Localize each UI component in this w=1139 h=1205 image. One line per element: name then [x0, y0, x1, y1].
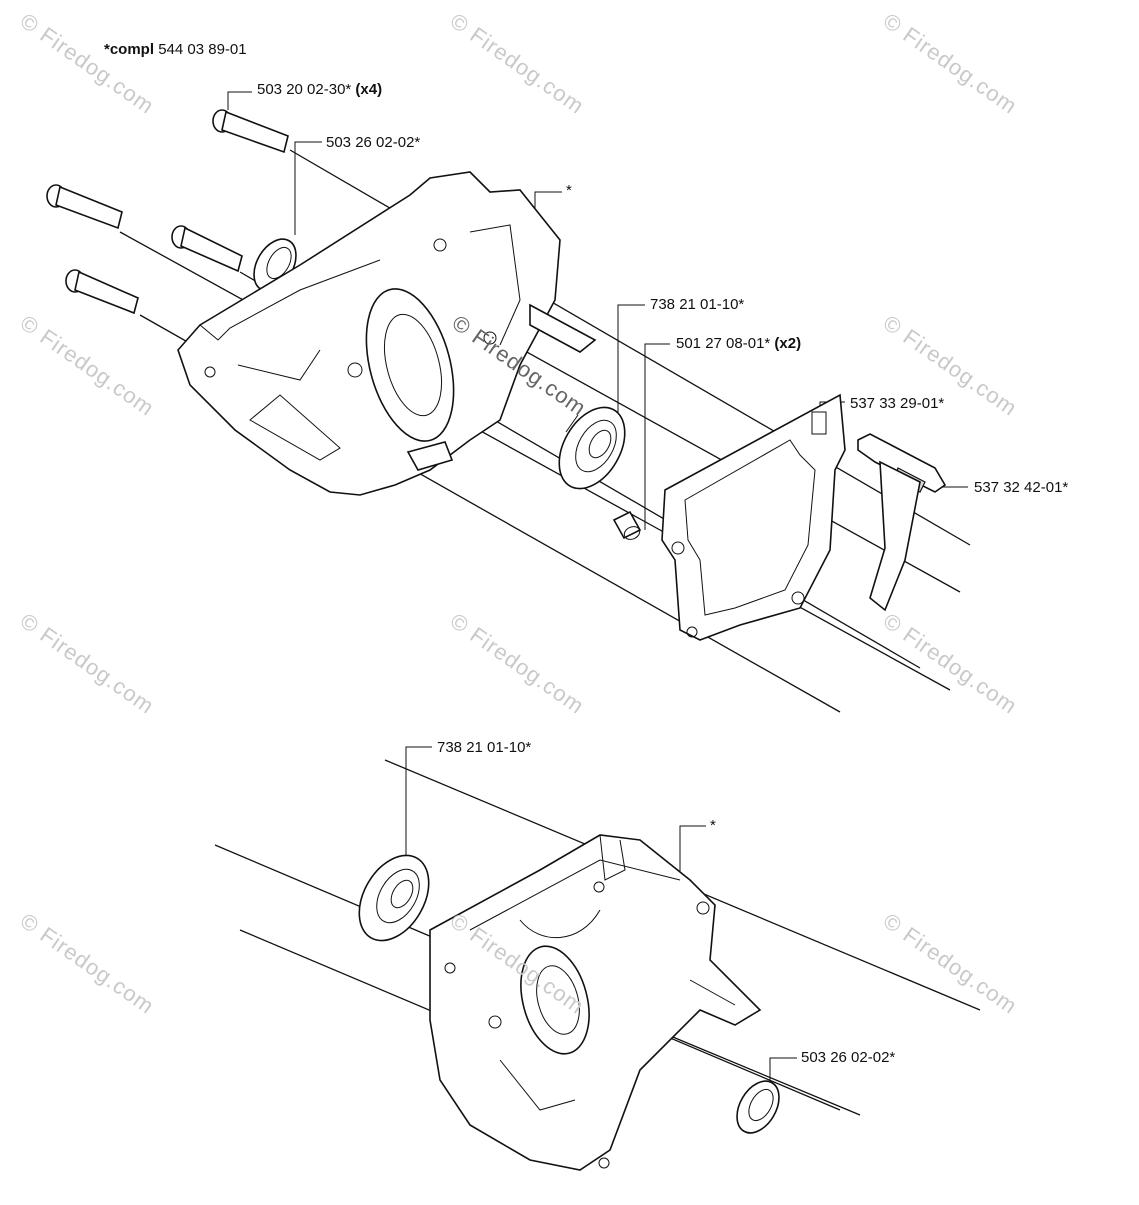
quantity: (x4)	[355, 81, 383, 98]
label-star-bottom: *	[710, 818, 716, 833]
part-number: *	[566, 182, 572, 199]
part-number: 738 21 01-10*	[437, 739, 532, 756]
label-seal-bottom: 503 26 02-02*	[801, 1050, 895, 1065]
label-screw: 503 20 02-30* (x4)	[257, 82, 382, 97]
part-number: 537 32 42-01*	[974, 479, 1069, 496]
label-pin: 501 27 08-01* (x2)	[676, 336, 801, 351]
screw-left-3	[65, 269, 139, 315]
part-number: 501 27 08-01*	[676, 335, 771, 352]
part-number: *	[710, 817, 716, 834]
oil-seal-bottom	[736, 1080, 780, 1134]
guide-pin-1	[612, 510, 642, 540]
gasket	[661, 393, 846, 641]
quantity: (x2)	[774, 335, 802, 352]
compl-label: *compl 544 03 89-01	[104, 42, 247, 57]
part-number: 537 33 29-01*	[850, 395, 945, 412]
screw-top	[212, 109, 289, 154]
label-seal-top: 503 26 02-02*	[326, 135, 420, 150]
label-gasket: 537 33 29-01*	[850, 396, 944, 411]
part-number: 503 26 02-02*	[326, 134, 421, 151]
part-number: 503 26 02-02*	[801, 1049, 896, 1066]
chain-guide-plate	[857, 433, 947, 612]
ball-bearing-bottom	[358, 854, 430, 942]
label-guide: 537 32 42-01*	[974, 480, 1068, 495]
part-number: 503 20 02-30*	[257, 81, 352, 98]
crankcase-half-top	[177, 171, 597, 496]
label-star-top: *	[566, 183, 572, 198]
label-bearing-bottom: 738 21 01-10*	[437, 740, 531, 755]
ball-bearing-top	[558, 406, 626, 490]
screw-left-2	[171, 225, 243, 273]
bottom-leader-lines	[405, 746, 797, 1090]
part-number: 738 21 01-10*	[650, 296, 745, 313]
label-bearing-top: 738 21 01-10*	[650, 297, 744, 312]
compl-prefix: *compl	[104, 41, 155, 58]
compl-number: 544 03 89-01	[158, 41, 247, 58]
crankcase-half-bottom	[429, 834, 762, 1171]
screw-left-1	[46, 184, 123, 230]
